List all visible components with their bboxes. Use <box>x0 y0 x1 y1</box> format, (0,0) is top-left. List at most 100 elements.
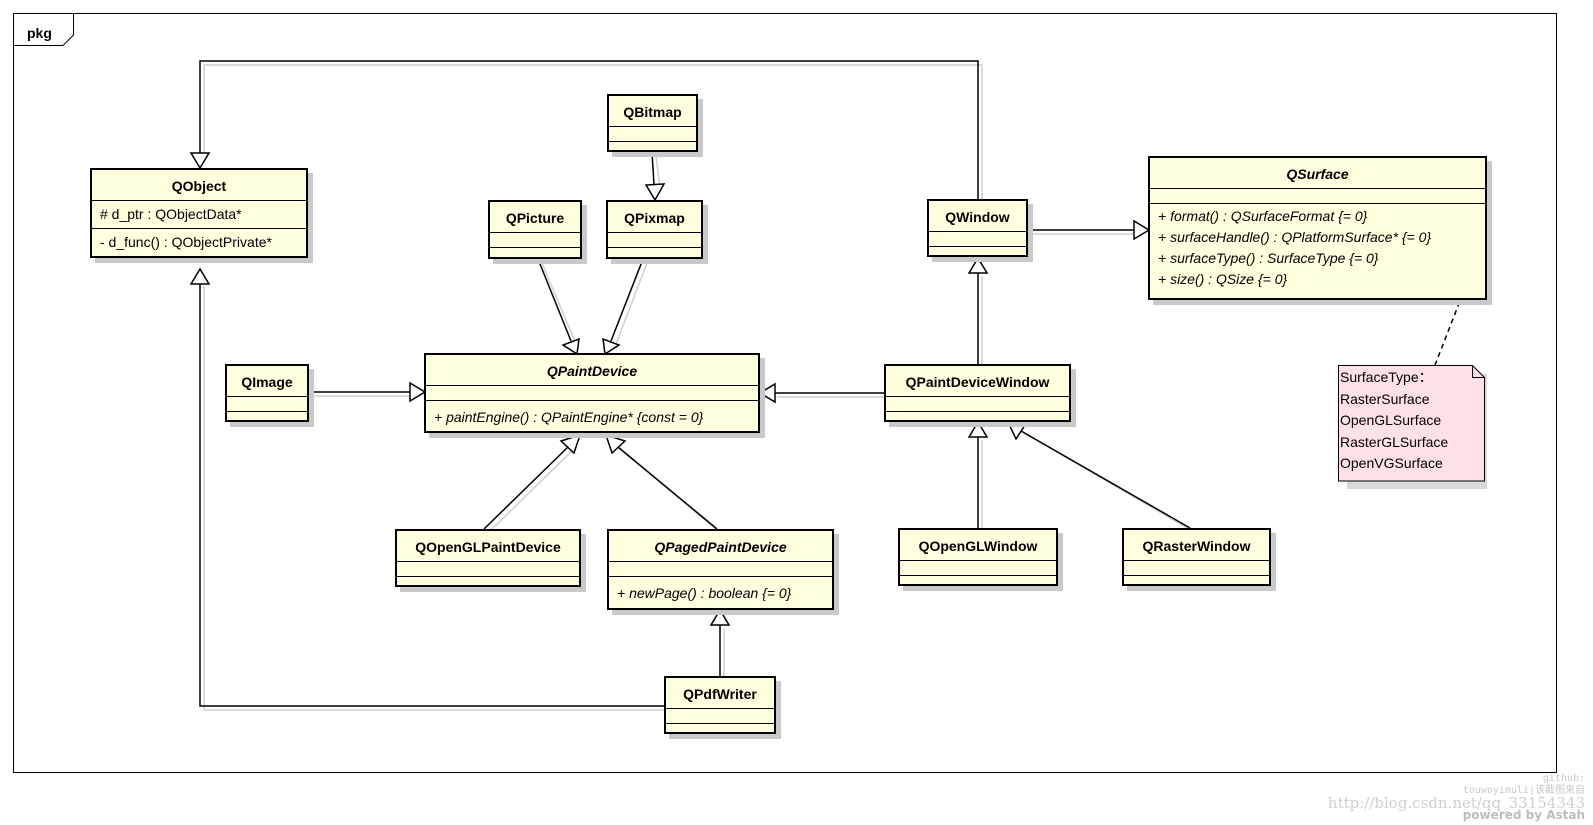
qrasterwindow-to-qpaintdevicewindow-line <box>1020 430 1191 529</box>
attributes-section <box>609 127 696 142</box>
package-frame <box>13 13 1557 773</box>
watermark-author: touwoyimuli|该截图来自 <box>1462 785 1585 796</box>
qpixmap-to-qpaintdevice-line <box>610 258 644 342</box>
class-qsurface[interactable]: QSurface + format() : QSurfaceFormat {= … <box>1148 156 1487 300</box>
arrowhead-qsurface <box>1133 219 1151 241</box>
operations-section: - d_func() : QObjectPrivate* <box>92 229 306 256</box>
note-text: SurfaceType： RasterSurface OpenGLSurface… <box>1340 367 1448 475</box>
operation: + newPage() : boolean {= 0} <box>617 585 792 601</box>
note-line: SurfaceType： <box>1340 369 1433 385</box>
class-qobject[interactable]: QObject # d_ptr : QObjectData* - d_func(… <box>90 168 308 258</box>
operation: + paintEngine() : QPaintEngine* {const =… <box>434 409 704 425</box>
operation: + surfaceType() : SurfaceType {= 0} <box>1158 250 1379 266</box>
class-qrasterwindow[interactable]: QRasterWindow <box>1122 528 1271 586</box>
operations-section <box>666 724 774 738</box>
arrowhead-qpaintdevice-bottom-left <box>559 433 582 455</box>
surfacetype-note[interactable]: SurfaceType： RasterSurface OpenGLSurface… <box>1338 365 1487 489</box>
arrowhead-qobject-top <box>189 152 211 170</box>
connectors <box>199 60 1191 707</box>
arrowhead-qpixmap <box>644 183 666 202</box>
attributes-section <box>397 562 579 577</box>
class-qpicture[interactable]: QPicture <box>488 200 582 259</box>
class-qimage[interactable]: QImage <box>225 364 309 422</box>
class-qopenglpaintdevice[interactable]: QOpenGLPaintDevice <box>395 529 581 587</box>
attributes-section <box>666 709 774 724</box>
class-name: QPaintDeviceWindow <box>886 366 1069 397</box>
qpicture-to-qpaintdevice-line <box>537 258 572 342</box>
watermark-url: http://blog.csdn.net/qq_33154343 <box>1327 794 1585 812</box>
class-name: QObject <box>92 170 306 201</box>
attributes-section <box>608 233 701 248</box>
class-name: QPagedPaintDevice <box>609 531 832 562</box>
operation: + size() : QSize {= 0} <box>1158 271 1288 287</box>
class-qwindow[interactable]: QWindow <box>927 199 1028 257</box>
attributes-section <box>490 233 580 248</box>
operations-section <box>929 247 1026 261</box>
operations-section <box>609 142 696 156</box>
operations-section <box>886 412 1069 426</box>
operations-section <box>490 248 580 262</box>
class-name: QBitmap <box>609 96 696 127</box>
operation: - d_func() : QObjectPrivate* <box>100 234 272 250</box>
attributes-section <box>609 562 832 577</box>
operation: + format() : QSurfaceFormat {= 0} <box>1158 208 1368 224</box>
class-name: QPaintDevice <box>426 355 758 386</box>
operations-section: + newPage() : boolean {= 0} <box>609 577 832 607</box>
class-name: QWindow <box>929 201 1026 232</box>
class-qpaintdevicewindow[interactable]: QPaintDeviceWindow <box>884 364 1071 422</box>
class-qopenglwindow[interactable]: QOpenGLWindow <box>898 528 1058 586</box>
class-name: QPicture <box>490 202 580 233</box>
attributes-section <box>900 561 1056 576</box>
generalization-arrowheads <box>189 152 1151 626</box>
arrowhead-qpaintdevice-qpicture <box>561 337 580 356</box>
operations-section <box>900 576 1056 590</box>
attributes-section <box>1124 561 1269 576</box>
attributes-section <box>426 386 758 401</box>
operations-section <box>608 248 701 262</box>
attributes-section <box>227 397 307 412</box>
note-shape <box>1338 365 1487 489</box>
package-label: pkg <box>27 25 52 41</box>
arrowhead-qpaintdevice-left <box>409 381 427 403</box>
attributes-section <box>1150 189 1485 204</box>
class-name: QOpenGLWindow <box>900 530 1056 561</box>
class-qpixmap[interactable]: QPixmap <box>606 200 703 259</box>
class-qbitmap[interactable]: QBitmap <box>607 94 698 152</box>
class-name: QOpenGLPaintDevice <box>397 531 579 562</box>
arrowhead-qpaintdevice-right <box>758 382 776 404</box>
operations-section <box>1124 576 1269 590</box>
operations-section: + paintEngine() : QPaintEngine* {const =… <box>426 401 758 431</box>
attribute: # d_ptr : QObjectData* <box>100 206 242 222</box>
qpdfwriter-to-qobject-line <box>199 283 664 707</box>
qopenglpaintdevice-to-qpaintdevice-line <box>483 446 569 530</box>
watermark-astah: powered by Astah <box>1462 808 1585 822</box>
class-qpaintdevice[interactable]: QPaintDevice + paintEngine() : QPaintEng… <box>424 353 760 433</box>
operation: + surfaceHandle() : QPlatformSurface* {=… <box>1158 229 1432 245</box>
arrowhead-qpaintdevicewindow-bottom <box>967 420 989 438</box>
arrowhead-qpaintdevice-bottom-right <box>604 433 627 455</box>
class-name: QSurface <box>1150 158 1485 189</box>
note-line: RasterSurface <box>1340 390 1430 407</box>
operations-section: + format() : QSurfaceFormat {= 0} + surf… <box>1150 204 1485 293</box>
attributes-section <box>886 397 1069 412</box>
attributes-section: # d_ptr : QObjectData* <box>92 201 306 229</box>
class-name: QPdfWriter <box>666 678 774 709</box>
package-tab <box>13 13 74 46</box>
watermark-github: github: <box>1542 773 1585 784</box>
arrowhead-qwindow-bottom <box>967 256 989 274</box>
attributes-section <box>929 232 1026 247</box>
watermark: github: touwoyimuli|该截图来自 http://blog.cs… <box>1328 773 1585 821</box>
class-name: QImage <box>227 366 307 397</box>
class-name: QRasterWindow <box>1124 530 1269 561</box>
class-qpdfwriter[interactable]: QPdfWriter <box>664 676 776 734</box>
note-line: OpenVGSurface <box>1340 455 1443 472</box>
qpagedpaintdevice-to-qpaintdevice-line <box>617 446 718 530</box>
note-line: OpenGLSurface <box>1340 412 1442 429</box>
arrowhead-qpaintdevice-qpixmap <box>602 337 621 356</box>
qbitmap-to-qpixmap-line <box>651 151 655 186</box>
qwindow-to-qobject-line <box>199 60 979 200</box>
arrowhead-qpaintdevicewindow-diagonal <box>1006 421 1027 441</box>
class-qpagedpaintdevice[interactable]: QPagedPaintDevice + newPage() : boolean … <box>607 529 834 610</box>
operations-section <box>397 577 579 591</box>
